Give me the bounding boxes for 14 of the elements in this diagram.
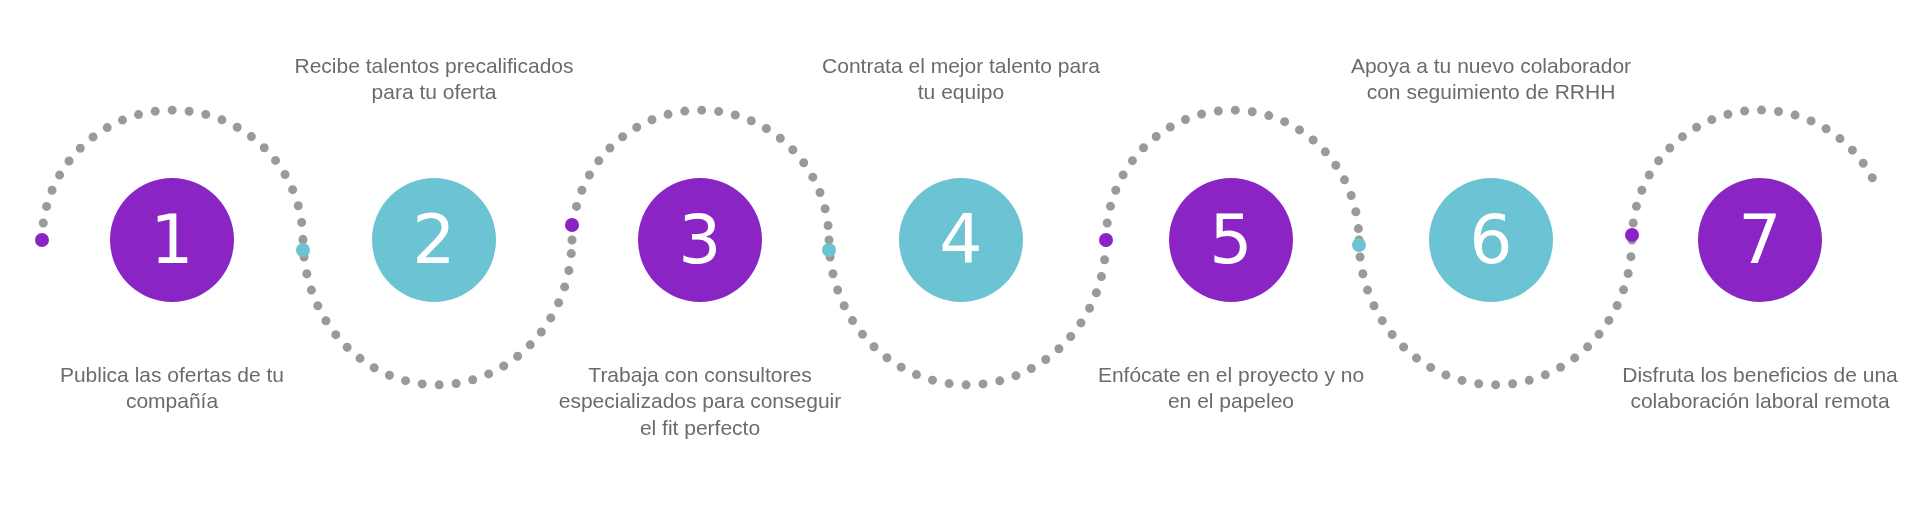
step-number: 2 bbox=[412, 206, 456, 274]
step-description: Enfócate en el proyecto y no en el papeleo bbox=[1096, 362, 1366, 415]
step-description: Trabaja con consultores especializados para conseguir el fit perfecto bbox=[557, 362, 843, 441]
step-number: 4 bbox=[939, 206, 983, 274]
step-description: Publica las ofertas de tu compañía bbox=[58, 362, 286, 415]
step-description: Contrata el mejor talento para tu equipo bbox=[821, 52, 1101, 105]
step-number: 1 bbox=[150, 206, 194, 274]
step-description: Disfruta los beneficios de una colaboración laboral remota bbox=[1621, 362, 1899, 415]
step-number: 3 bbox=[678, 206, 722, 274]
step-number: 5 bbox=[1209, 206, 1253, 274]
step-number: 7 bbox=[1738, 206, 1782, 274]
step-number: 6 bbox=[1469, 206, 1513, 274]
step-description: Apoya a tu nuevo colaborador con seguimiento de RRHH bbox=[1349, 52, 1633, 105]
step-description: Recibe talentos precalificados para tu oferta bbox=[293, 52, 575, 105]
